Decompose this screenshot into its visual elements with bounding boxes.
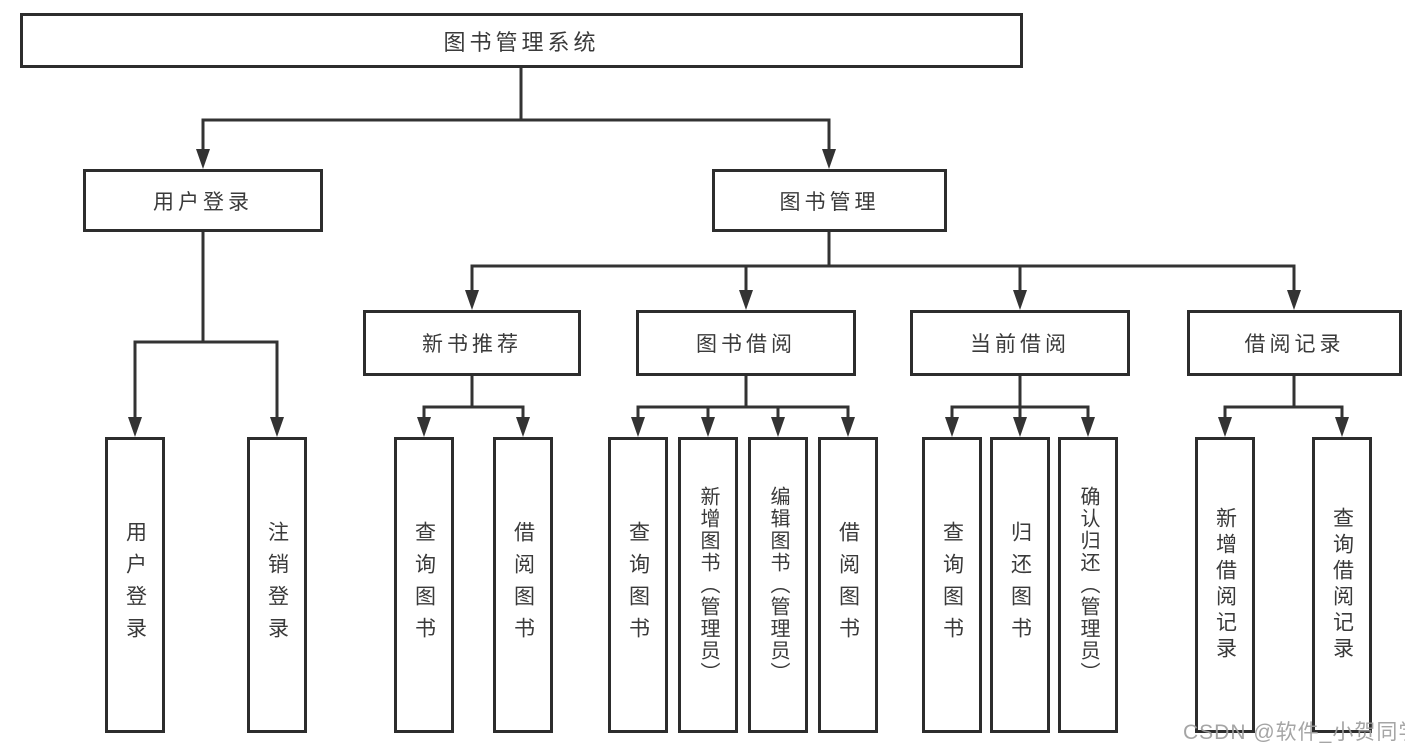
node-new-book-recommend: 新书推荐 — [363, 310, 581, 376]
leaf-add-books-admin: 新增图书（管理员） — [678, 437, 738, 733]
node-user-login-label: 用户登录 — [153, 190, 253, 214]
leaf-edit-books-admin: 编辑图书（管理员） — [748, 437, 808, 733]
node-user-login: 用户登录 — [83, 169, 323, 232]
node-new-book-recommend-label: 新书推荐 — [422, 333, 522, 356]
leaf-borrow-books-recommend: 借阅图书 — [493, 437, 553, 733]
node-book-borrow-label: 图书借阅 — [696, 333, 796, 356]
leaf-add-borrow-record: 新增借阅记录 — [1195, 437, 1255, 733]
leaf-user-login: 用户登录 — [105, 437, 165, 733]
node-book-borrow: 图书借阅 — [636, 310, 856, 376]
leaf-borrow-books: 借阅图书 — [818, 437, 878, 733]
node-borrow-records: 借阅记录 — [1187, 310, 1402, 376]
leaf-query-books-recommend: 查询图书 — [394, 437, 454, 733]
leaf-return-books: 归还图书 — [990, 437, 1050, 733]
leaf-logout-login: 注销登录 — [247, 437, 307, 733]
arrowheads — [128, 149, 1349, 437]
node-book-management: 图书管理 — [712, 169, 947, 232]
leaf-query-books-borrow: 查询图书 — [608, 437, 668, 733]
node-root: 图书管理系统 — [20, 13, 1023, 68]
node-current-borrow-label: 当前借阅 — [970, 333, 1070, 356]
node-borrow-records-label: 借阅记录 — [1244, 333, 1345, 356]
leaf-query-borrow-record: 查询借阅记录 — [1312, 437, 1372, 733]
node-book-management-label: 图书管理 — [779, 190, 880, 214]
leaf-confirm-return-admin: 确认归还（管理员） — [1058, 437, 1118, 733]
node-current-borrow: 当前借阅 — [910, 310, 1130, 376]
node-root-label: 图书管理系统 — [443, 29, 600, 55]
leaf-query-books-current: 查询图书 — [922, 437, 982, 733]
csdn-watermark: CSDN @软件_小贺同学 — [1183, 721, 1405, 744]
